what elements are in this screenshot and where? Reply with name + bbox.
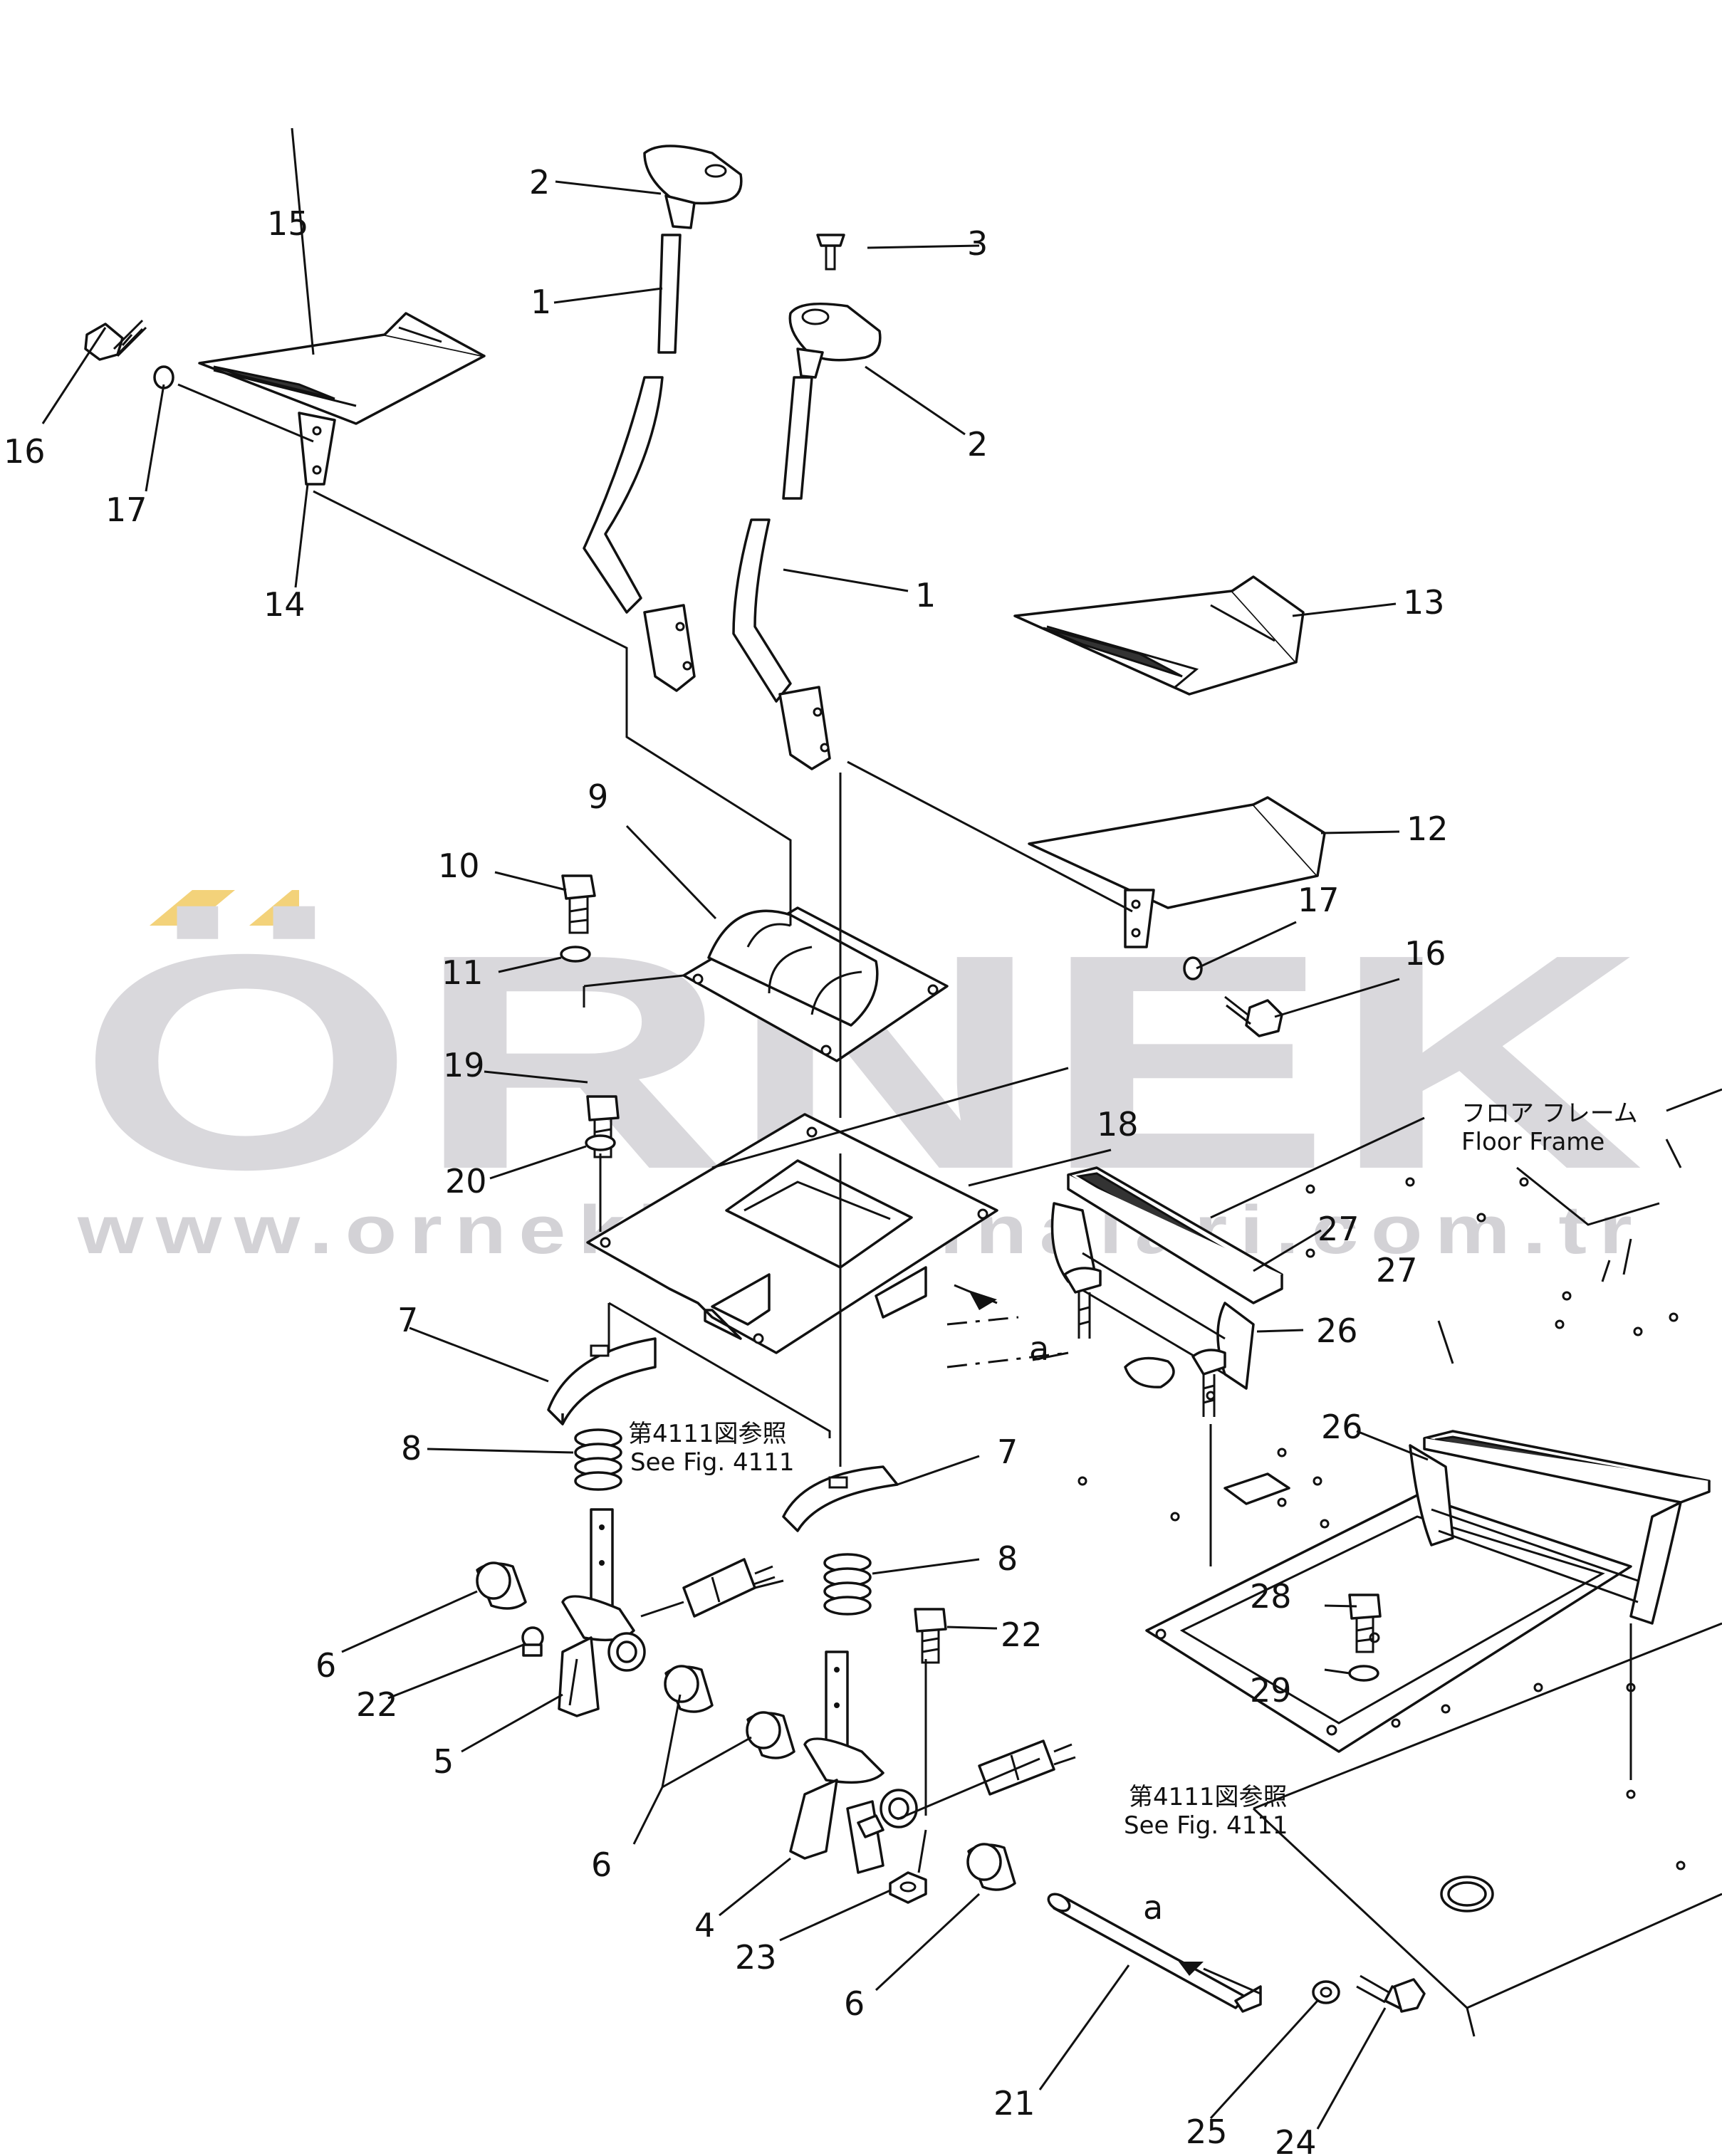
- callout-6: 6: [315, 1646, 336, 1685]
- bolt-22-left: [521, 1626, 544, 1657]
- bushing-6-a: [476, 1561, 527, 1610]
- callout-23: 23: [735, 1938, 777, 1977]
- callout-8: 8: [997, 1539, 1018, 1578]
- notes: フロア フレーム Floor Frame 第4111図参照 See Fig. 4…: [628, 1099, 1638, 1927]
- floor-frame-en: Floor Frame: [1461, 1128, 1604, 1156]
- callout-25: 25: [1186, 2113, 1228, 2151]
- lever-right: [732, 302, 882, 770]
- bolt-16-right: [1224, 995, 1283, 1037]
- lever-left: [583, 145, 743, 692]
- washer-25: [1312, 1980, 1340, 2004]
- arm-4: [789, 1650, 918, 1874]
- callout-2: 2: [529, 163, 550, 202]
- callouts: 2 1 3 2 1 15 16 17 14 13 12 17 16 9 10 1…: [4, 163, 1449, 2156]
- bushing-6-c: [746, 1711, 795, 1759]
- bracket-26-upper: [1050, 1202, 1255, 1417]
- callout-14: 14: [263, 585, 306, 624]
- pedal-13: [1013, 575, 1305, 696]
- washer-17-right: [1183, 956, 1203, 980]
- pedal-15: [198, 312, 486, 486]
- washer-29: [1348, 1665, 1379, 1682]
- callout-17: 17: [1298, 881, 1340, 919]
- pedal-27-lower: [1423, 1430, 1711, 1504]
- callout-29: 29: [1250, 1671, 1292, 1710]
- floor-frame: [1077, 1088, 1722, 2037]
- arm-5: [558, 1508, 646, 1717]
- cover-9: [682, 906, 949, 1062]
- callout-17: 17: [105, 491, 147, 529]
- bushing-6-d: [966, 1843, 1016, 1891]
- callout-22: 22: [356, 1685, 398, 1724]
- callout-8: 8: [401, 1429, 422, 1467]
- floor-deck-plate: [1145, 1494, 1632, 1753]
- callout-6: 6: [844, 1984, 865, 2023]
- cam-7-right: [782, 1465, 899, 1532]
- nut-23: [889, 1871, 927, 1904]
- pin-21: [1047, 1893, 1262, 2013]
- callout-22: 22: [1001, 1616, 1043, 1654]
- callout-11: 11: [442, 953, 484, 992]
- callout-28: 28: [1250, 1577, 1292, 1616]
- callout-5: 5: [433, 1742, 454, 1781]
- callout-3: 3: [967, 224, 988, 263]
- callout-2: 2: [967, 425, 988, 464]
- bushing-6-b: [664, 1665, 714, 1713]
- callout-21: 21: [993, 2084, 1035, 2123]
- callout-7: 7: [397, 1301, 418, 1339]
- callout-15: 15: [267, 204, 309, 243]
- callout-27: 27: [1317, 1210, 1360, 1248]
- cam-7-left: [547, 1337, 657, 1425]
- bolt-10: [561, 874, 596, 934]
- pedal-27-upper: [1067, 1166, 1283, 1304]
- switch-right: [978, 1739, 1076, 1796]
- screw-3: [816, 234, 845, 271]
- bolt-16-left: [84, 319, 147, 361]
- leader-lines: [177, 383, 1632, 1995]
- see-fig-jp-left: 第4111図参照: [628, 1420, 787, 1448]
- floor-frame-jp: フロア フレーム: [1461, 1099, 1638, 1128]
- callout-1: 1: [915, 576, 936, 614]
- bolt-28: [1348, 1594, 1382, 1653]
- callout-27: 27: [1376, 1251, 1418, 1289]
- view-marker-a-upper: a: [1029, 1329, 1049, 1368]
- callout-4: 4: [694, 1906, 715, 1945]
- bracket-26-lower: [1409, 1444, 1682, 1625]
- pedal-12: [1028, 796, 1326, 948]
- callout-7: 7: [997, 1433, 1018, 1471]
- watermark-accent-right: [249, 890, 299, 926]
- callout-10: 10: [438, 847, 480, 885]
- see-fig-jp-right: 第4111図参照: [1129, 1783, 1288, 1811]
- callout-19: 19: [443, 1046, 485, 1084]
- callout-13: 13: [1403, 583, 1445, 622]
- see-fig-en-right: See Fig. 4111: [1124, 1811, 1288, 1840]
- bolt-22-right: [857, 1608, 947, 1838]
- callout-9: 9: [588, 778, 608, 816]
- watermark-accent-left: [150, 890, 235, 926]
- washer-20: [585, 1134, 616, 1151]
- callout-12: 12: [1407, 810, 1449, 848]
- callout-24: 24: [1275, 2123, 1317, 2156]
- callout-lines: [41, 127, 1454, 2130]
- washer-11: [560, 946, 591, 963]
- callout-6: 6: [591, 1846, 612, 1884]
- spring-8-left: [574, 1428, 622, 1491]
- callout-1: 1: [531, 283, 551, 321]
- spring-8-right: [823, 1553, 872, 1616]
- callout-26: 26: [1316, 1312, 1358, 1350]
- callout-16: 16: [1404, 934, 1446, 973]
- callout-18: 18: [1097, 1105, 1139, 1144]
- see-fig-en-left: See Fig. 4111: [630, 1448, 794, 1477]
- callout-26: 26: [1321, 1408, 1363, 1446]
- bracket-plate-18: [586, 1113, 998, 1354]
- view-marker-a-lower: a: [1143, 1888, 1163, 1927]
- callout-20: 20: [445, 1162, 487, 1200]
- switch-left: [682, 1558, 776, 1618]
- callout-16: 16: [4, 432, 46, 471]
- bolt-24: [1356, 1974, 1426, 2013]
